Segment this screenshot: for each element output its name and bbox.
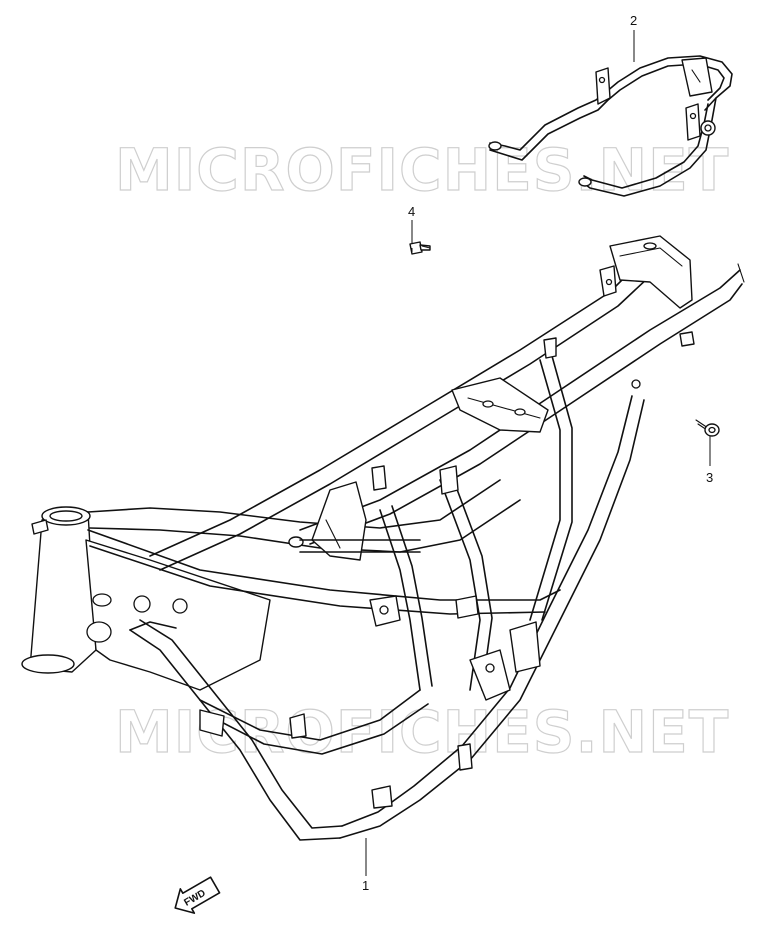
rear-bracket-part [488, 55, 733, 197]
fwd-arrow-icon: FWD [174, 876, 221, 914]
callout-1: 1 [362, 878, 369, 893]
frame-part [21, 235, 745, 841]
callout-3: 3 [706, 470, 713, 485]
bolt-top-part [409, 241, 431, 255]
bolt-right-part [695, 419, 720, 437]
callout-4: 4 [408, 204, 415, 219]
watermark-top: MICROFICHES.NET [115, 136, 729, 204]
callout-2: 2 [630, 13, 637, 28]
